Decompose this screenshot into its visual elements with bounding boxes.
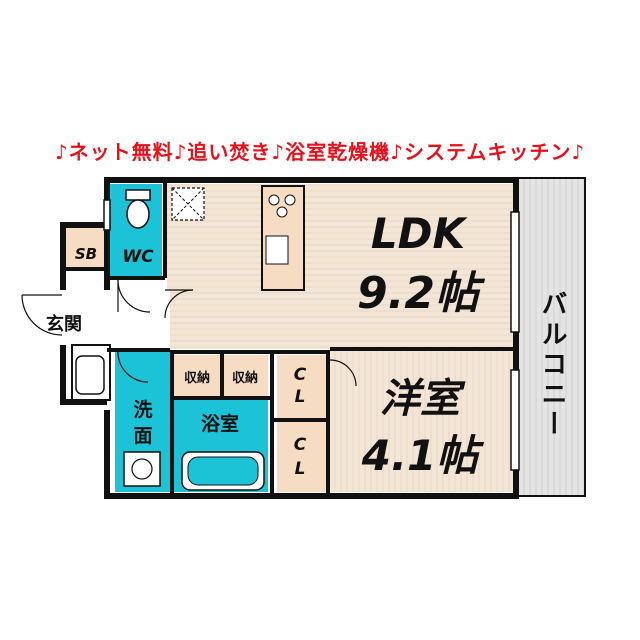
bathtub-icon — [181, 451, 265, 491]
storage-2-label: 収納 — [232, 370, 258, 386]
toilet-icon — [125, 189, 151, 229]
doors — [21, 279, 357, 387]
entrance-floor — [42, 295, 104, 343]
closet-1-label-l: L — [295, 387, 306, 407]
windows — [103, 199, 520, 471]
western-room-floor — [330, 349, 513, 492]
feature-banner: ♪ネット無料♪追い焚き♪浴室乾燥機♪システムキッチン♪ — [54, 140, 586, 164]
refrigerator-icon — [171, 187, 205, 221]
ldk-label: LDK — [371, 209, 469, 258]
storage-2-floor — [223, 355, 268, 396]
sb-floor — [66, 228, 106, 270]
bathroom-label: 浴室 — [201, 412, 239, 435]
closet-2-label-c: C — [294, 435, 307, 455]
kitchen-counter — [261, 185, 305, 291]
washroom-label-2: 面 — [133, 425, 152, 447]
closet-1-floor — [277, 355, 326, 418]
wc-label: WC — [122, 247, 154, 267]
interior-walls — [63, 180, 516, 496]
western-room-label: 洋室 — [380, 376, 466, 422]
balcony-floor — [516, 177, 586, 497]
closet-1-label-c: C — [294, 365, 307, 385]
ldk-floor — [167, 184, 513, 349]
storage-1-label: 収納 — [184, 370, 210, 386]
sb-label: SB — [75, 245, 97, 263]
western-room-size-label: 4.1帖 — [361, 431, 484, 480]
entrance-label: 玄関 — [46, 313, 82, 335]
closet-2-label-l: L — [295, 459, 306, 479]
closet-2-floor — [277, 422, 326, 492]
corridor-floor — [110, 290, 170, 350]
washbasin-icon — [123, 451, 161, 487]
balcony-label: バルコニー — [537, 290, 567, 440]
washroom-label-1: 洗 — [133, 398, 152, 421]
ldk-size-label: 9.2帖 — [357, 268, 486, 319]
washing-machine-icon — [75, 355, 105, 395]
storage-1-floor — [174, 355, 221, 396]
